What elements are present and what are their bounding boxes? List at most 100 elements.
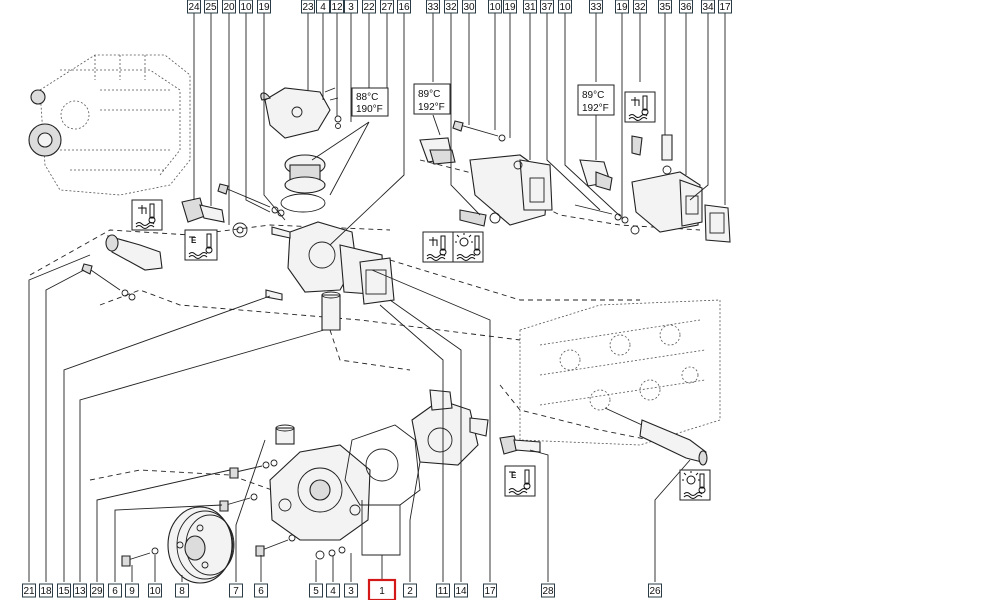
callout-number[interactable]: 23: [301, 0, 315, 14]
callout-label: 27: [381, 2, 393, 13]
callout-label: 26: [649, 586, 661, 597]
callout-label: 33: [590, 2, 602, 13]
callout-number[interactable]: 19: [257, 0, 271, 14]
callout-label: 3: [348, 586, 354, 597]
callout-number[interactable]: 9: [125, 583, 139, 598]
callout-number[interactable]: 18: [39, 583, 53, 598]
callout-label: 4: [320, 2, 326, 13]
callout-label: 16: [398, 2, 410, 13]
callout-number[interactable]: 32: [633, 0, 647, 14]
callout-label: 32: [634, 2, 646, 13]
callout-number[interactable]: 10: [239, 0, 253, 14]
callout-number[interactable]: 25: [204, 0, 218, 14]
callout-label: 35: [659, 2, 671, 13]
callout-number[interactable]: 19: [615, 0, 629, 14]
callout-label: 2: [407, 586, 413, 597]
callout-number[interactable]: 8: [175, 583, 189, 598]
callout-number[interactable]: 33: [426, 0, 440, 14]
symbol-letter: E: [511, 471, 517, 480]
thermostat-cover: [260, 87, 342, 139]
callout-label: 15: [58, 586, 70, 597]
callout-label: 20: [223, 2, 235, 13]
callout-number[interactable]: 4: [316, 0, 330, 14]
callout-number[interactable]: 14: [454, 583, 468, 598]
callout-label: 10: [149, 586, 161, 597]
callout-label: 21: [23, 586, 35, 597]
callout-number[interactable]: 12: [330, 0, 344, 14]
callout-number[interactable]: 22: [362, 0, 376, 14]
temp-fahrenheit: 190°F: [356, 104, 383, 115]
callout-number[interactable]: 29: [90, 583, 104, 598]
callout-label: 19: [258, 2, 270, 13]
callout-number[interactable]: 17: [483, 583, 497, 598]
callout-number[interactable]: 6: [108, 583, 122, 598]
callout-number[interactable]: 7: [229, 583, 243, 598]
sensor-temperature-label-center: 89°C 192°F: [413, 83, 451, 115]
callout-label: 25: [205, 2, 217, 13]
callout-label: 22: [363, 2, 375, 13]
temperature-gauge-icon: [624, 91, 656, 123]
temperature-light-icon: [452, 231, 484, 263]
callout-number[interactable]: 32: [444, 0, 458, 14]
callout-number[interactable]: 10: [488, 0, 502, 14]
thermostat: [280, 154, 326, 213]
callout-number[interactable]: 33: [589, 0, 603, 14]
callout-number[interactable]: 10: [558, 0, 572, 14]
leader-lines-bottom: [28, 254, 691, 582]
callout-number[interactable]: 26: [648, 583, 662, 598]
callout-label: 10: [559, 2, 571, 13]
callout-number[interactable]: 11: [436, 583, 450, 598]
callout-number[interactable]: 10: [148, 583, 162, 598]
callout-label: 6: [112, 586, 118, 597]
callout-label: 36: [680, 2, 692, 13]
callout-number[interactable]: 20: [222, 0, 236, 14]
callout-label: 32: [445, 2, 457, 13]
callout-number[interactable]: 28: [541, 583, 555, 598]
callout-number[interactable]: 3: [344, 583, 358, 598]
callout-number[interactable]: 5: [309, 583, 323, 598]
callout-number[interactable]: 4: [326, 583, 340, 598]
callout-number[interactable]: 24: [187, 0, 201, 14]
callout-number[interactable]: 6: [254, 583, 268, 598]
callout-number[interactable]: 35: [658, 0, 672, 14]
callout-label: 10: [489, 2, 501, 13]
callout-number[interactable]: 17: [718, 0, 732, 14]
temp-celsius: 88°C: [356, 92, 378, 103]
callout-number[interactable]: 21: [22, 583, 36, 598]
callout-label: 18: [40, 586, 52, 597]
temperature-warning-icon: E: [504, 465, 536, 497]
callout-number[interactable]: 15: [57, 583, 71, 598]
callout-number[interactable]: 34: [701, 0, 715, 14]
temp-fahrenheit: 192°F: [418, 102, 445, 113]
callout-number[interactable]: 36: [679, 0, 693, 14]
callout-number[interactable]: 37: [540, 0, 554, 14]
coolant-sensor-right: [604, 407, 708, 466]
callout-selected[interactable]: 1: [367, 578, 397, 600]
callout-number[interactable]: 31: [523, 0, 537, 14]
callout-number[interactable]: 27: [380, 0, 394, 14]
callout-number[interactable]: 16: [397, 0, 411, 14]
callout-label: 12: [331, 2, 343, 13]
callout-label: 9: [129, 586, 135, 597]
pump-pulley: [167, 506, 235, 584]
callout-number[interactable]: 2: [403, 583, 417, 598]
callout-number[interactable]: 30: [462, 0, 476, 14]
coolant-sensor-bottom: [499, 435, 541, 455]
callout-label: 37: [541, 2, 553, 13]
callout-label: 19: [504, 2, 516, 13]
callout-number[interactable]: 19: [503, 0, 517, 14]
callout-number[interactable]: 13: [73, 583, 87, 598]
temperature-switch: [105, 234, 163, 271]
callout-label: 13: [74, 586, 86, 597]
callout-label: 10: [240, 2, 252, 13]
temp-celsius: 89°C: [418, 89, 440, 100]
temperature-gauge-icon: [131, 199, 163, 231]
water-pump-gasket: [344, 424, 421, 506]
callout-number[interactable]: 3: [344, 0, 358, 14]
callout-label: 23: [302, 2, 314, 13]
callout-label: 5: [313, 586, 319, 597]
temperature-gauge-icon: [422, 231, 454, 263]
